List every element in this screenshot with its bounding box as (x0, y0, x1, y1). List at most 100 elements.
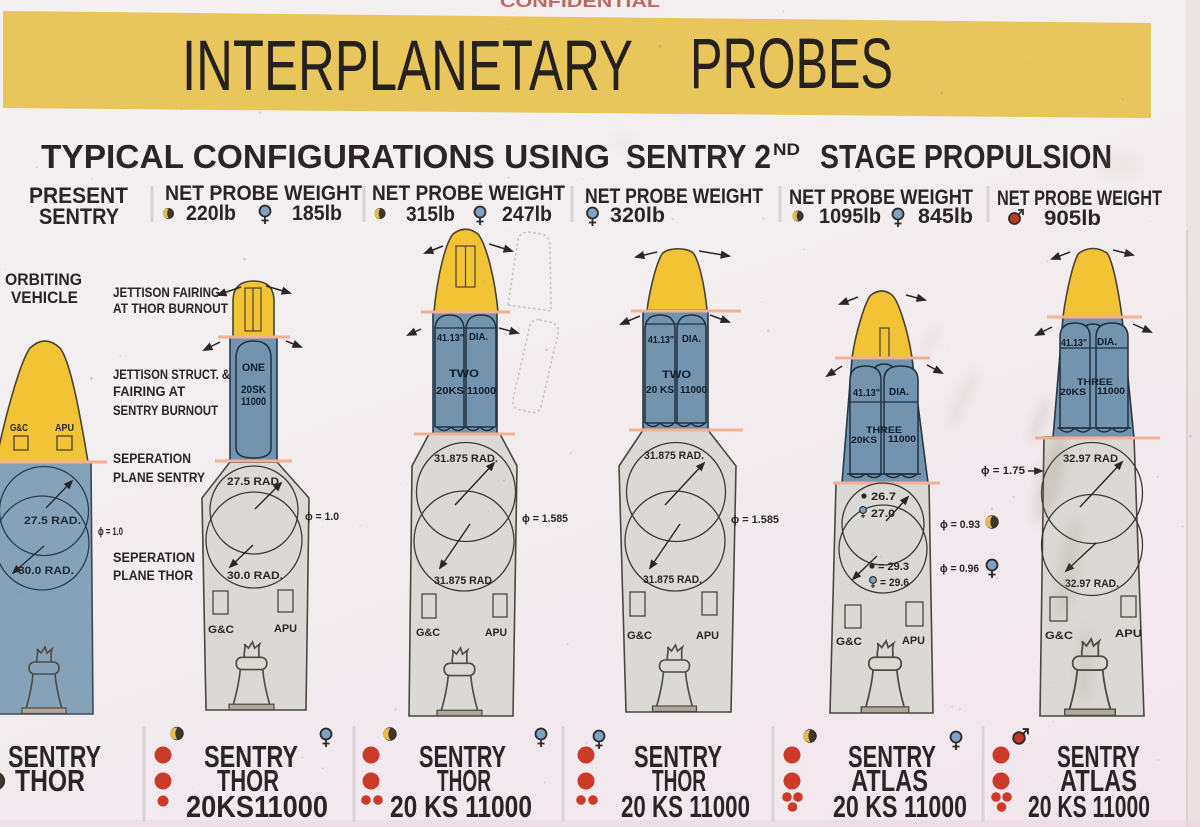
svg-text:SENTRY: SENTRY (39, 204, 119, 229)
svg-text:= 29.6: = 29.6 (880, 577, 909, 589)
svg-text:INTERPLANETARY: INTERPLANETARY (182, 27, 633, 106)
svg-text:185lb: 185lb (292, 202, 342, 225)
svg-text:NET PROBE WEIGHT: NET PROBE WEIGHT (997, 187, 1162, 210)
svg-text:11000: 11000 (467, 386, 496, 397)
svg-text:APU: APU (55, 423, 74, 434)
svg-text:APU: APU (902, 635, 925, 647)
svg-text:G&C: G&C (208, 624, 234, 636)
svg-text:ϕ = 0.93: ϕ = 0.93 (940, 519, 980, 531)
svg-text:THREE: THREE (1077, 377, 1113, 388)
svg-text:APU: APU (696, 630, 719, 642)
svg-text:31.875 RAD.: 31.875 RAD. (644, 450, 704, 462)
svg-text:FAIRING AT: FAIRING AT (113, 384, 186, 399)
svg-text:THREE: THREE (866, 425, 902, 436)
svg-text:27.5 RAD.: 27.5 RAD. (24, 515, 81, 527)
svg-text:11000: 11000 (680, 385, 707, 396)
svg-text:ONE: ONE (242, 362, 265, 374)
svg-text:THOR: THOR (652, 763, 706, 798)
svg-text:ATLAS: ATLAS (1060, 763, 1137, 798)
svg-text:SENTRY 2: SENTRY 2 (626, 138, 771, 175)
svg-text:NET PROBE WEIGHT: NET PROBE WEIGHT (585, 185, 763, 208)
svg-text:20SK: 20SK (241, 384, 266, 396)
svg-text:TYPICAL CONFIGURATIONS USING: TYPICAL CONFIGURATIONS USING (41, 138, 610, 175)
svg-text:DIA.: DIA. (1097, 337, 1117, 348)
svg-text:SENTRY: SENTRY (419, 739, 506, 774)
svg-text:SENTRY: SENTRY (8, 739, 101, 774)
svg-text:20 KS 11000: 20 KS 11000 (1028, 789, 1150, 824)
svg-text:JETTISON STRUCT. &: JETTISON STRUCT. & (113, 367, 230, 382)
svg-text:SENTRY: SENTRY (204, 739, 298, 774)
svg-text:G&C: G&C (627, 630, 652, 642)
svg-text:NET PROBE WEIGHT: NET PROBE WEIGHT (789, 186, 973, 209)
svg-text:THOR: THOR (15, 763, 85, 798)
svg-text:ϕ = 1.75: ϕ = 1.75 (981, 465, 1025, 477)
svg-text:SENTRY: SENTRY (634, 739, 722, 774)
svg-text:41.13": 41.13" (437, 333, 464, 344)
svg-text:DIA.: DIA. (682, 334, 701, 345)
svg-text:247lb: 247lb (502, 203, 552, 226)
svg-text:SENTRY: SENTRY (1057, 739, 1140, 774)
svg-text:ATLAS: ATLAS (851, 763, 928, 798)
svg-text:PLANE THOR: PLANE THOR (113, 568, 193, 583)
svg-text:20KS: 20KS (851, 435, 877, 446)
svg-text:845lb: 845lb (918, 205, 973, 228)
svg-text:20 KS 11000: 20 KS 11000 (390, 789, 532, 824)
svg-text:SENTRY BURNOUT: SENTRY BURNOUT (113, 403, 219, 418)
svg-text:20 KS: 20 KS (646, 385, 674, 396)
svg-text:ORBITING: ORBITING (5, 270, 82, 289)
svg-text:SEPERATION: SEPERATION (113, 451, 191, 466)
svg-text:31.875 RAD.: 31.875 RAD. (434, 453, 498, 465)
svg-text:32.97 RAD.: 32.97 RAD. (1065, 578, 1119, 590)
svg-text:NET PROBE WEIGHT: NET PROBE WEIGHT (165, 182, 362, 205)
svg-text:NET PROBE WEIGHT: NET PROBE WEIGHT (372, 182, 565, 205)
svg-text:30.0 RAD.: 30.0 RAD. (227, 570, 283, 582)
svg-text:SENTRY: SENTRY (848, 739, 936, 774)
svg-text:AT THOR BURNOUT: AT THOR BURNOUT (113, 301, 229, 316)
svg-text:APU: APU (274, 623, 297, 635)
svg-text:ϕ = 1.0: ϕ = 1.0 (98, 526, 123, 538)
svg-text:DIA.: DIA. (889, 387, 909, 398)
svg-text:SEPERATION: SEPERATION (113, 550, 195, 565)
svg-text:PROBES: PROBES (690, 25, 893, 104)
svg-text:20 KS 11000: 20 KS 11000 (833, 789, 967, 824)
svg-text:STAGE PROPULSION: STAGE PROPULSION (820, 138, 1112, 175)
svg-text:31.875 RAD: 31.875 RAD (434, 575, 492, 587)
svg-text:ϕ = 0.96: ϕ = 0.96 (940, 563, 979, 575)
svg-text:G&C: G&C (1045, 630, 1073, 642)
svg-text:G&C: G&C (836, 636, 862, 648)
svg-text:G&C: G&C (416, 627, 440, 639)
svg-text:= 29.3: = 29.3 (878, 561, 909, 573)
svg-text:27.0: 27.0 (871, 508, 895, 520)
svg-text:VEHICLE: VEHICLE (11, 288, 78, 307)
svg-text:TWO: TWO (449, 368, 480, 380)
svg-text:11000: 11000 (241, 396, 266, 408)
svg-text:11000: 11000 (888, 434, 916, 445)
svg-text:41.13": 41.13" (1061, 338, 1087, 349)
svg-text:320lb: 320lb (610, 204, 665, 227)
svg-text:TWO: TWO (662, 369, 691, 381)
svg-text:32.97 RAD: 32.97 RAD (1063, 453, 1118, 465)
svg-text:G&C: G&C (10, 423, 28, 434)
svg-text:315lb: 315lb (406, 203, 455, 226)
svg-text:11000: 11000 (1097, 386, 1125, 397)
svg-text:CONFIDENTIAL: CONFIDENTIAL (500, 0, 660, 11)
svg-text:220lb: 220lb (186, 202, 236, 225)
svg-text:26.7: 26.7 (871, 491, 896, 503)
svg-text:ϕ = 1.585: ϕ = 1.585 (731, 514, 779, 526)
svg-text:THOR: THOR (437, 763, 491, 798)
svg-text:JETTISON FAIRING: JETTISON FAIRING (113, 285, 220, 300)
svg-text:ϕ = 1.585: ϕ = 1.585 (522, 513, 568, 525)
svg-text:THOR: THOR (217, 763, 279, 798)
svg-text:31.875 RAD.: 31.875 RAD. (643, 574, 702, 586)
svg-text:41.13": 41.13" (648, 335, 674, 346)
svg-text:41.13": 41.13" (853, 388, 880, 399)
svg-text:20KS: 20KS (436, 386, 464, 397)
svg-text:905lb: 905lb (1044, 207, 1101, 230)
svg-text:20KS: 20KS (1060, 387, 1086, 398)
svg-text:20KS11000: 20KS11000 (186, 789, 328, 824)
svg-text:1095lb: 1095lb (819, 205, 881, 228)
svg-text:20 KS 11000: 20 KS 11000 (621, 789, 750, 824)
svg-text:APU: APU (485, 627, 507, 639)
svg-text:ϕ = 1.0: ϕ = 1.0 (305, 511, 339, 523)
svg-text:27.5 RAD: 27.5 RAD (227, 476, 279, 488)
